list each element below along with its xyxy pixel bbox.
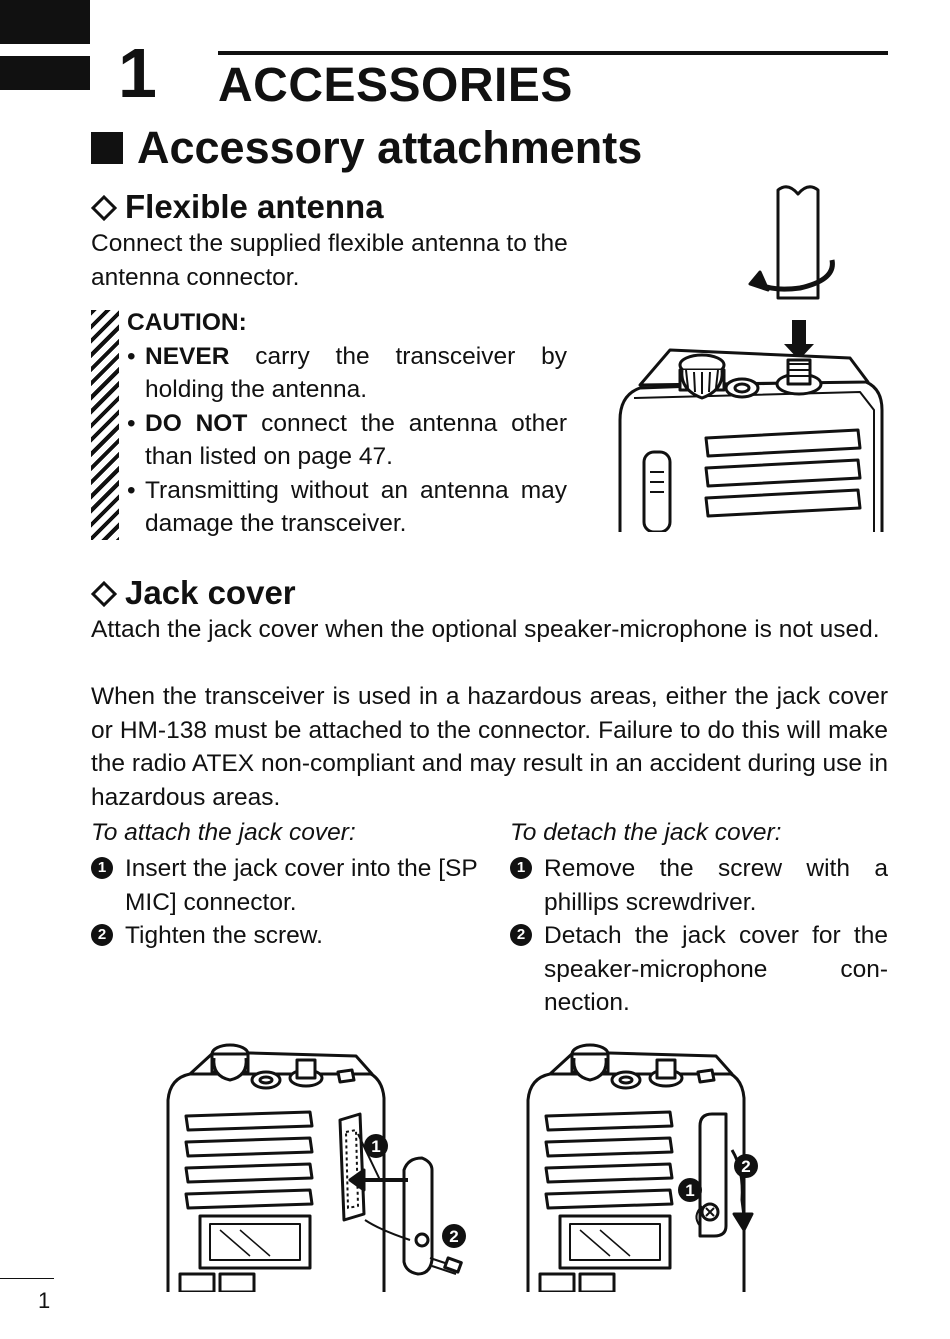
- jack-cover-title-text: Jack cover: [125, 574, 296, 611]
- detach-step: 1 Remove the screw with a phillips screw…: [510, 852, 888, 919]
- jack-cover-detach-illustration: 1 2: [526, 1043, 758, 1292]
- caution-item-text: Transmitting without an antenna may dama…: [145, 476, 567, 538]
- antenna-attach-illustration: [618, 185, 884, 532]
- chapter-title: ACCESSORIES: [218, 59, 573, 112]
- svg-text:2: 2: [741, 1157, 750, 1176]
- svg-text:1: 1: [371, 1137, 380, 1156]
- callout-1-badge: 1: [364, 1134, 388, 1158]
- chapter-tab-marker: [0, 56, 90, 90]
- callout-2-badge: 2: [442, 1224, 466, 1248]
- caution-item-bold: NEVER: [145, 342, 230, 370]
- svg-text:2: 2: [449, 1227, 458, 1246]
- black-square-icon: [91, 132, 123, 164]
- callout-1-badge: 1: [678, 1178, 702, 1202]
- diamond-outline-icon: [90, 194, 118, 222]
- detach-heading: To detach the jack cover:: [510, 819, 782, 846]
- attach-step: 2 Tighten the screw.: [91, 919, 481, 953]
- step-number-badge: 2: [510, 924, 532, 946]
- attach-step-text: Insert the jack cover into the [SP MIC] …: [125, 855, 478, 916]
- step-number-badge: 1: [510, 857, 532, 879]
- jack-cover-para2: When the transceiver is used in a hazard…: [91, 683, 888, 811]
- detach-step-text: Remove the screw with a phillips screwdr…: [544, 855, 888, 916]
- attach-step: 1 Insert the jack cover into the [SP MIC…: [91, 852, 481, 919]
- jack-cover-title: Jack cover: [90, 574, 296, 612]
- attach-heading: To attach the jack cover:: [91, 819, 356, 846]
- caution-item: NEVER carry the transceiver by holding t…: [127, 340, 567, 407]
- callout-2-badge: 2: [734, 1154, 758, 1178]
- antenna-title-text: Flexible antenna: [125, 188, 384, 225]
- caution-body: CAUTION: NEVER carry the transceiver by …: [127, 306, 567, 541]
- attach-step-text: Tighten the screw.: [125, 922, 323, 949]
- caution-item: DO NOT connect the antenna other than li…: [127, 407, 567, 474]
- caution-item-text: carry the transceiver by holding the ant…: [145, 342, 567, 404]
- caution-item-bold: DO NOT: [145, 409, 248, 437]
- page-rule: [0, 1278, 54, 1279]
- step-number-badge: 2: [91, 924, 113, 946]
- caution-item: Transmitting without an antenna may dama…: [127, 474, 567, 541]
- caution-stripe: [91, 310, 119, 540]
- chapter-tab-block: [0, 0, 90, 44]
- antenna-intro: Connect the supplied flexible antenna to…: [91, 230, 568, 291]
- section-title-text: Accessory attachments: [137, 122, 643, 173]
- page-number: 1: [38, 1288, 51, 1313]
- caution-item-text: connect the antenna other than listed on…: [145, 409, 568, 471]
- svg-text:1: 1: [685, 1181, 694, 1200]
- detach-step: 2 Detach the jack cover for the speaker-…: [510, 919, 888, 1020]
- jack-cover-attach-illustration: 1 2: [166, 1043, 466, 1292]
- caution-heading: CAUTION:: [127, 309, 247, 336]
- antenna-title: Flexible antenna: [90, 188, 384, 226]
- caution-box: CAUTION: NEVER carry the transceiver by …: [91, 306, 567, 540]
- section-title: Accessory attachments: [91, 122, 642, 174]
- diamond-outline-icon: [90, 580, 118, 608]
- jack-cover-para1: Attach the jack cover when the optional …: [91, 616, 880, 643]
- chapter-rule: [218, 51, 888, 55]
- step-number-badge: 1: [91, 857, 113, 879]
- detach-step-text: Detach the jack cover for the speaker-mi…: [544, 922, 888, 1016]
- chapter-number: 1: [118, 34, 157, 112]
